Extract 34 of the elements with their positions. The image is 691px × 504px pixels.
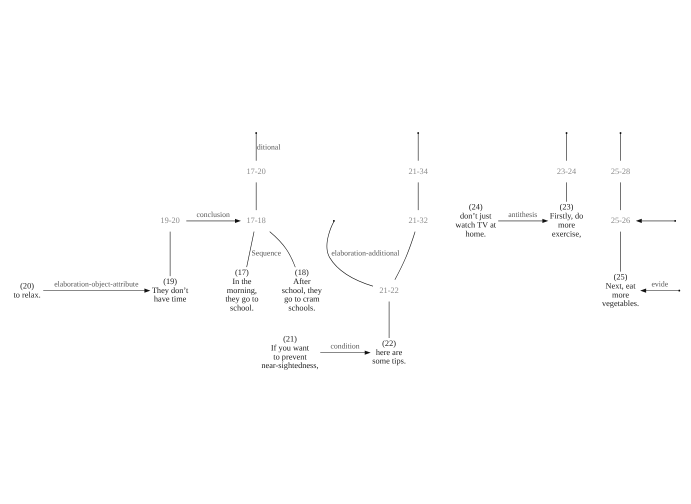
node-text: (21) If you want to prevent near-sightedness, bbox=[261, 334, 319, 370]
node-text: (20) to relax. bbox=[14, 281, 41, 300]
node-text: (18) After school, they go to cram schools. bbox=[282, 268, 322, 313]
arrow bbox=[42, 288, 150, 293]
connector bbox=[246, 231, 254, 268]
node-text: 25-28 bbox=[610, 166, 630, 176]
node-text: (19) They don’t have time bbox=[152, 276, 188, 304]
connector bbox=[326, 221, 374, 286]
node-text: 21-32 bbox=[408, 216, 428, 226]
connector bbox=[566, 182, 567, 202]
node-text: (24) don’t just watch TV at home. bbox=[455, 202, 496, 238]
node-text: 17-18 bbox=[246, 216, 266, 226]
arrow bbox=[636, 218, 675, 223]
arrow bbox=[498, 218, 548, 223]
connector bbox=[620, 231, 621, 272]
connector bbox=[269, 231, 296, 268]
connector bbox=[566, 133, 567, 162]
arrow bbox=[640, 288, 679, 293]
connector bbox=[620, 182, 621, 210]
node-text: (22) here are some tips. bbox=[372, 338, 406, 366]
arrow bbox=[320, 350, 371, 355]
node-text: 25-26 bbox=[610, 216, 630, 226]
node-text: 23-24 bbox=[556, 166, 576, 176]
node-text: (23) Firstly, do more exercise, bbox=[550, 202, 584, 238]
node-text: 21-22 bbox=[379, 286, 399, 295]
node-text: (25) Next, eat more vegetables. bbox=[602, 272, 640, 308]
node-text: 19-20 bbox=[160, 216, 180, 226]
arrow bbox=[186, 218, 241, 223]
connector bbox=[388, 301, 390, 338]
connector bbox=[394, 231, 416, 280]
node-text: (17) In the morning, they go to school. bbox=[225, 268, 259, 313]
connector bbox=[620, 133, 621, 162]
node-text: 17-20 bbox=[246, 166, 266, 176]
node-text: 21-34 bbox=[408, 166, 428, 176]
